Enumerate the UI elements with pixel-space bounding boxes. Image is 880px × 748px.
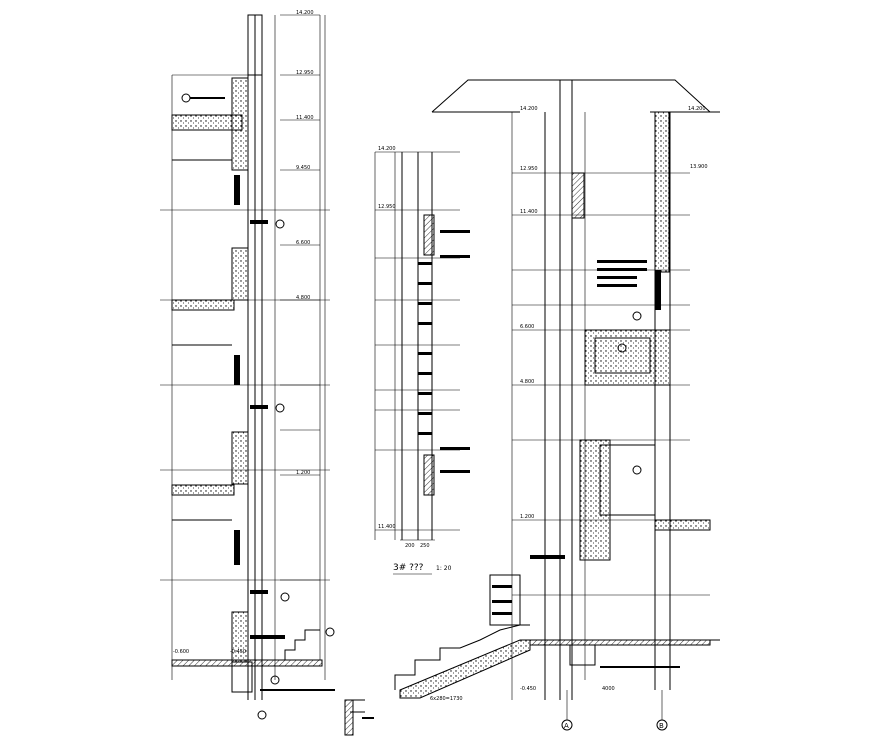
svg-text:14.200: 14.200	[520, 106, 538, 112]
grid-label-b: B	[659, 722, 664, 730]
svg-text:12.950: 12.950	[520, 166, 538, 172]
svg-text:4000: 4000	[602, 686, 615, 692]
middle-detail-rungs	[418, 262, 432, 435]
svg-text:6.600: 6.600	[296, 240, 310, 246]
svg-text:11.400: 11.400	[296, 115, 314, 121]
svg-text:12.950: 12.950	[296, 70, 314, 76]
svg-text:9.450: 9.450	[296, 165, 310, 171]
grid-bubble-b: B	[656, 719, 668, 731]
svg-text:4.800: 4.800	[296, 295, 310, 301]
left-wall-section: 14.200 12.950 11.400 9.450 6.600 4.800 1…	[160, 10, 335, 720]
svg-text:-0.450: -0.450	[230, 649, 246, 655]
small-detail-bottom	[344, 699, 374, 736]
svg-text:11.400: 11.400	[378, 524, 396, 530]
grid-label-a: A	[564, 722, 569, 730]
svg-text:14.200: 14.200	[688, 106, 706, 112]
svg-text:14.200: 14.200	[296, 10, 314, 16]
svg-text:13.900: 13.900	[690, 164, 708, 170]
svg-text:6.600: 6.600	[520, 324, 534, 330]
middle-detail-section: 14.200 12.950 11.400 200 250 3# ??? 1: 2…	[374, 146, 470, 575]
svg-text:1.200: 1.200	[296, 470, 310, 476]
svg-text:1.200: 1.200	[520, 514, 534, 520]
svg-text:6x280=1730: 6x280=1730	[430, 696, 463, 702]
detail-title: 3# ???	[393, 563, 424, 573]
svg-text:200: 200	[405, 543, 415, 549]
svg-text:-0.450: -0.450	[520, 686, 536, 692]
svg-text:-0.600: -0.600	[173, 649, 189, 655]
svg-text:14.200: 14.200	[378, 146, 396, 152]
svg-text:12.950: 12.950	[378, 204, 396, 210]
svg-text:11.400: 11.400	[520, 209, 538, 215]
svg-text:4.800: 4.800	[520, 379, 534, 385]
grid-bubble-a: A	[561, 719, 573, 731]
right-wall-section: 14.200 14.200 12.950 11.400 13.900 6.600…	[394, 79, 720, 720]
svg-text:250: 250	[420, 543, 430, 549]
detail-scale: 1: 20	[436, 565, 452, 572]
